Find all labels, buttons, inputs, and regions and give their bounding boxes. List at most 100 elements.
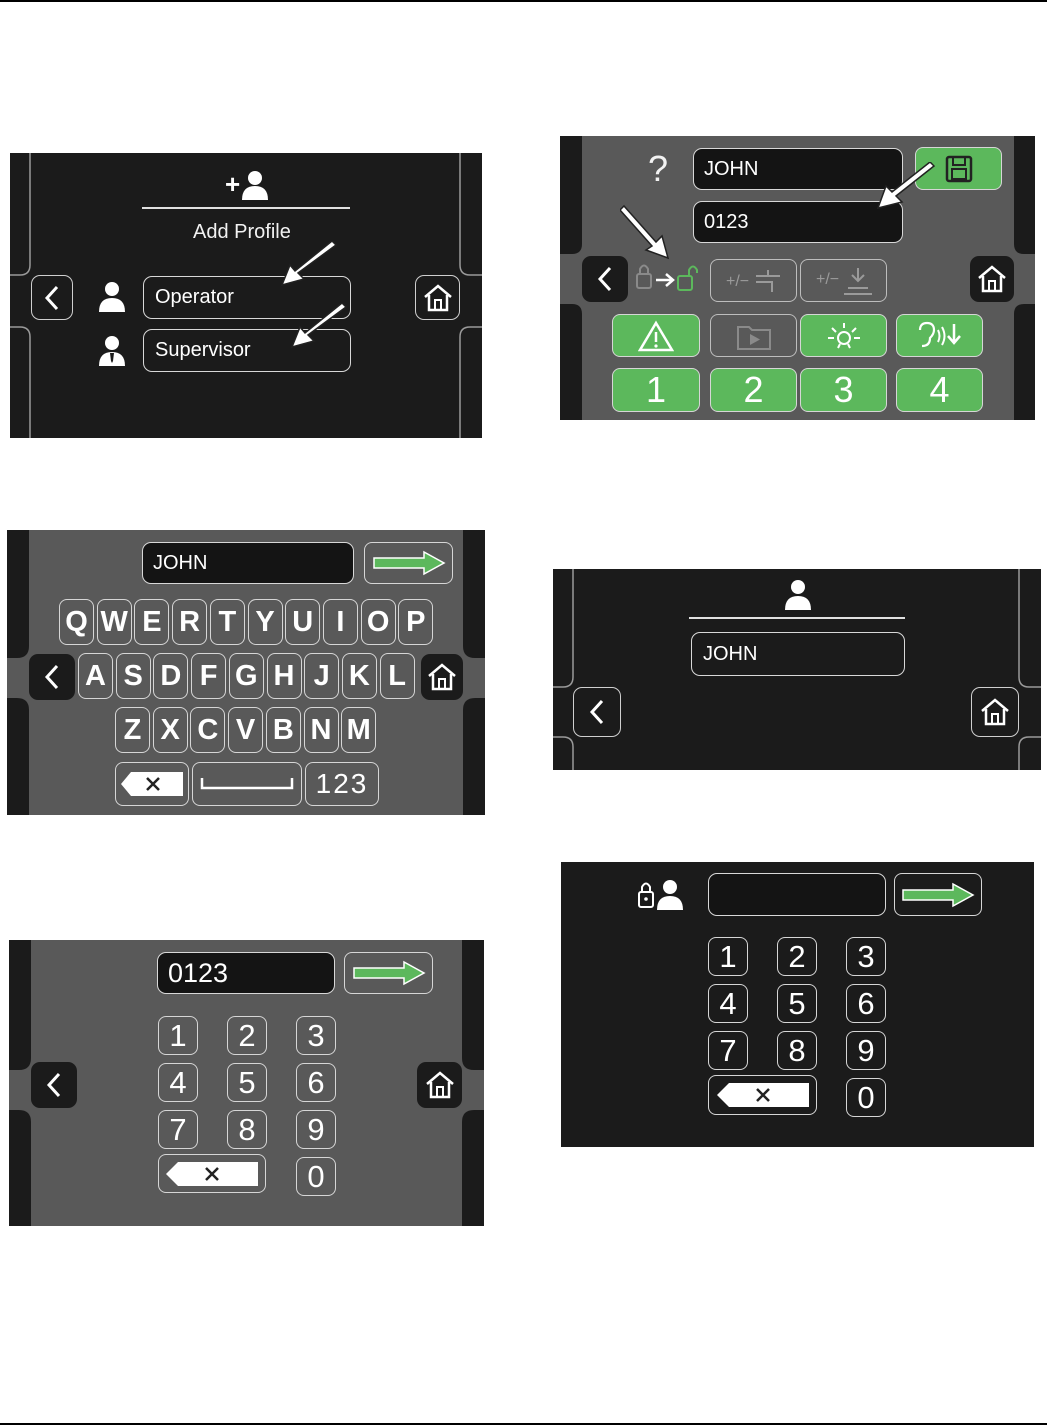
media-button[interactable] [710,314,797,357]
height-adjust-button[interactable]: +/− [800,259,887,302]
back-button[interactable] [582,256,628,302]
key-c[interactable]: C [190,707,226,753]
key-q[interactable]: Q [59,599,94,645]
digit-key-0[interactable]: 0 [846,1078,886,1117]
digit-key-7[interactable]: 7 [158,1110,198,1149]
key-t[interactable]: T [209,599,245,645]
key-x[interactable]: X [152,707,188,753]
digit-key-3[interactable]: 3 [296,1016,336,1055]
digit-key-5[interactable]: 5 [227,1063,267,1102]
key-w[interactable]: W [96,599,132,645]
screen-frame [553,569,1041,770]
key-u[interactable]: U [285,599,321,645]
back-button[interactable] [573,687,621,737]
home-button[interactable] [421,654,463,700]
mode-key[interactable]: 123 [305,762,379,806]
key-g[interactable]: G [228,653,264,699]
key-h[interactable]: H [266,653,302,699]
supervisor-icon [98,335,126,372]
back-button[interactable] [31,275,73,320]
digit-key-9[interactable]: 9 [296,1110,336,1149]
backspace-key[interactable] [708,1075,817,1115]
add-profile-screen: + Add Profile Operator Supervisor [10,153,482,438]
home-button[interactable] [415,275,460,320]
digit-key-0[interactable]: 0 [296,1157,336,1196]
lock-to-unlock-icon[interactable] [634,260,704,301]
digit-key-2[interactable]: 2 [227,1016,267,1055]
home-button[interactable] [971,687,1019,737]
digit-key-4[interactable]: 4 [158,1063,198,1102]
key-m[interactable]: M [341,707,377,753]
key-e[interactable]: E [134,599,170,645]
name-input[interactable]: JOHN [142,542,354,584]
next-button[interactable] [364,542,453,584]
key-f[interactable]: F [191,653,227,699]
backspace-key[interactable] [115,762,189,806]
level-2-button[interactable]: 2 [710,368,797,412]
key-n[interactable]: N [303,707,339,753]
pin-input[interactable]: 0123 [157,952,335,994]
supervisor-button[interactable]: Supervisor [143,329,351,372]
key-d[interactable]: D [153,653,189,699]
key-p[interactable]: P [398,599,434,645]
warning-button[interactable] [612,314,700,357]
home-button[interactable] [417,1062,462,1108]
svg-text:+: + [225,169,240,199]
key-b[interactable]: B [265,707,301,753]
digit-key-6[interactable]: 6 [296,1063,336,1102]
level-4-button[interactable]: 4 [896,368,983,412]
svg-text:+/−: +/− [726,273,749,290]
level-1-button[interactable]: 1 [612,368,700,412]
profile-pin-field[interactable]: 0123 [693,201,903,243]
digit-key-8[interactable]: 8 [227,1110,267,1149]
key-j[interactable]: J [304,653,340,699]
key-o[interactable]: O [360,599,396,645]
level-3-button[interactable]: 3 [800,368,887,412]
key-v[interactable]: V [228,707,264,753]
back-icon [589,699,604,725]
help-icon[interactable]: ? [648,148,669,189]
key-y[interactable]: Y [247,599,283,645]
sound-button[interactable] [896,314,983,357]
space-key[interactable] [192,762,302,806]
back-button[interactable] [31,1062,77,1108]
digit-key-1[interactable]: 1 [158,1016,198,1055]
next-button[interactable] [344,952,433,994]
key-a[interactable]: A [78,653,113,699]
back-icon [46,1072,61,1098]
digit-key-9[interactable]: 9 [846,1031,886,1070]
key-z[interactable]: Z [115,707,150,753]
back-button[interactable] [29,654,75,700]
next-arrow-icon [902,882,975,907]
key-r[interactable]: R [172,599,208,645]
profile-name-field[interactable]: JOHN [691,632,905,676]
back-icon [44,664,59,690]
digit-key-4[interactable]: 4 [708,984,748,1023]
digit-key-6[interactable]: 6 [846,984,886,1023]
home-icon [423,283,452,311]
digit-key-3[interactable]: 3 [846,937,886,976]
digit-key-5[interactable]: 5 [777,984,817,1023]
operator-icon [98,281,126,318]
home-icon [425,1071,454,1099]
next-button[interactable] [894,873,982,916]
light-button[interactable] [800,314,887,357]
profile-name-field[interactable]: JOHN [693,148,903,190]
digit-key-7[interactable]: 7 [708,1031,748,1070]
key-i[interactable]: I [322,599,358,645]
digit-key-1[interactable]: 1 [708,937,748,976]
login-pin-input[interactable] [708,873,886,916]
height-icon: +/− [816,267,872,295]
home-button[interactable] [970,256,1014,302]
backspace-key[interactable] [158,1154,266,1193]
digit-key-2[interactable]: 2 [777,937,817,976]
key-s[interactable]: S [115,653,151,699]
key-l[interactable]: L [379,653,415,699]
flow-adjust-button[interactable]: +/− [710,259,797,302]
next-arrow-icon [352,960,426,986]
key-k[interactable]: K [341,653,377,699]
digit-key-8[interactable]: 8 [777,1031,817,1070]
operator-button[interactable]: Operator [143,276,351,319]
warning-icon [638,320,674,351]
add-user-icon[interactable]: + [225,169,269,206]
